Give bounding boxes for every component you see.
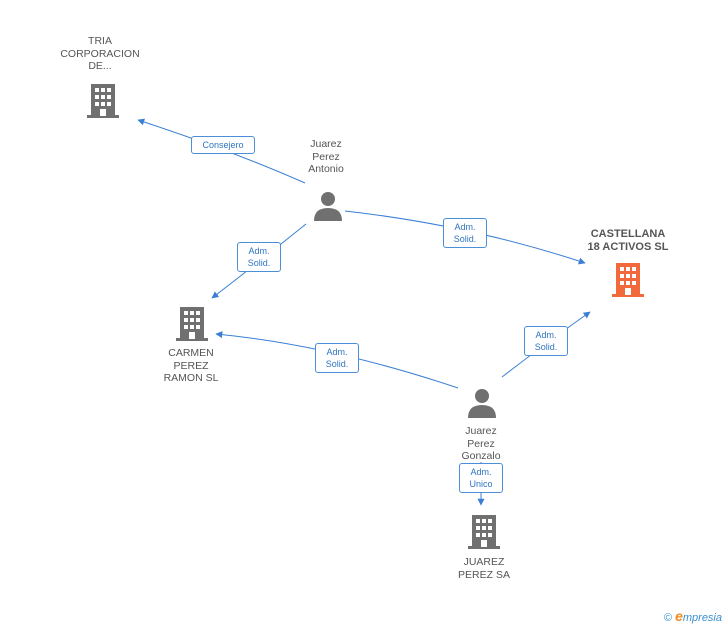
edge-label-gonzalo-carmen[interactable]: Adm. Solid. (315, 343, 359, 373)
node-label-carmen: CARMEN PEREZ RAMON SL (163, 347, 219, 384)
edge-label-antonio-castellana[interactable]: Adm. Solid. (443, 218, 487, 248)
copyright-symbol: © (663, 612, 673, 624)
building-focus-icon[interactable] (612, 263, 644, 297)
edge-label-consejero[interactable]: Consejero (191, 136, 255, 154)
brand-logo-e: e (675, 608, 683, 624)
person-icon[interactable] (467, 388, 497, 418)
node-label-juarez-sa: JUAREZ PEREZ SA (458, 556, 510, 581)
edge-label-gonzalo-castellana[interactable]: Adm. Solid. (524, 326, 568, 356)
building-icon[interactable] (176, 307, 208, 341)
node-label-juarez-antonio: Juarez Perez Antonio (308, 138, 344, 175)
brand-logo-text: mpresia (682, 612, 722, 624)
node-label-juarez-gonzalo: Juarez Perez Gonzalo (461, 425, 501, 462)
person-icon[interactable] (313, 191, 343, 221)
brand-footer[interactable]: © empresia (664, 608, 722, 624)
building-icon[interactable] (87, 84, 119, 118)
building-icon[interactable] (468, 515, 500, 549)
node-label-castellana: CASTELLANA 18 ACTIVOS SL (587, 228, 669, 253)
node-label-tria: TRIA CORPORACION DE... (60, 35, 140, 72)
edge-label-antonio-carmen[interactable]: Adm. Solid. (237, 242, 281, 272)
edge-label-gonzalo-juarezsa[interactable]: Adm. Unico (459, 463, 503, 493)
